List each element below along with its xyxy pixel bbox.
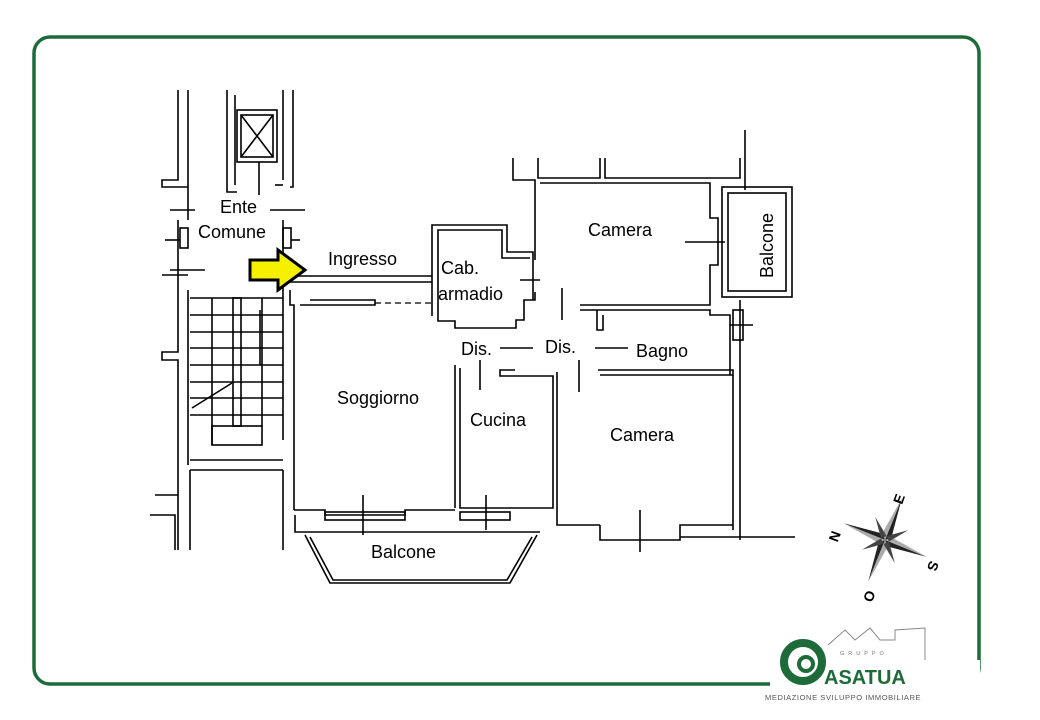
- label-cucina: Cucina: [470, 410, 527, 430]
- label-camera-top: Camera: [588, 220, 653, 240]
- label-camera-bottom: Camera: [610, 425, 675, 445]
- label-armadio: armadio: [438, 284, 503, 304]
- label-soggiorno: Soggiorno: [337, 388, 419, 408]
- label-balcone-side: Balcone: [757, 213, 777, 278]
- compass-s: S: [924, 559, 942, 573]
- walls: [150, 90, 795, 584]
- logo-tagline: MEDIAZIONE SVILUPPO IMMOBILIARE: [765, 693, 922, 702]
- compass-e: E: [890, 492, 908, 506]
- entrance-arrow: [248, 247, 308, 293]
- label-ingresso: Ingresso: [328, 249, 397, 269]
- label-ente: Ente: [220, 197, 257, 217]
- label-bagno: Bagno: [636, 341, 688, 361]
- compass-rose: [843, 498, 927, 582]
- label-cab: Cab.: [441, 258, 479, 278]
- label-balcone-bottom: Balcone: [371, 542, 436, 562]
- label-dis-left: Dis.: [461, 339, 492, 359]
- logo-name: ASATUA: [824, 667, 906, 689]
- staircase: [190, 297, 283, 471]
- page-frame: [32, 35, 981, 686]
- casatua-logo: GRUPPO ASATUA: [780, 627, 926, 689]
- label-dis-right: Dis.: [545, 337, 576, 357]
- label-comune: Comune: [198, 222, 266, 242]
- compass-n: N: [826, 529, 844, 544]
- logo-gruppo: GRUPPO: [840, 651, 888, 657]
- compass-o: O: [860, 588, 879, 604]
